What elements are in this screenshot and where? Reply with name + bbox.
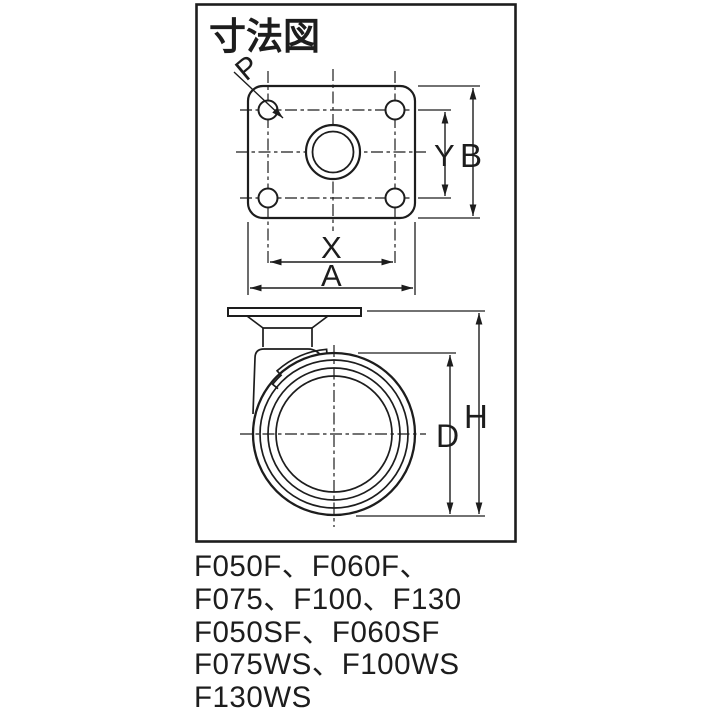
model-line: F130WS <box>194 681 312 713</box>
swivel-stem <box>262 327 313 347</box>
model-number-list: F050F、F060F、 F075、F100、F130 F050SF、F060S… <box>194 550 524 713</box>
top-plate-side <box>227 307 362 317</box>
mounting-hole-top-right <box>384 99 406 121</box>
caster-side-view: D H <box>227 307 488 527</box>
diagram-title: 寸法図 <box>209 16 320 57</box>
mounting-hole-bottom-right <box>384 187 406 209</box>
model-line: F075WS、F100WS <box>194 648 460 682</box>
plate-flange <box>246 315 329 329</box>
model-line: F050SF、F060SF <box>194 615 440 649</box>
leader-line-P <box>233 71 284 119</box>
mounting-hole-bottom-left <box>257 187 279 209</box>
label-plate-width-A: A <box>321 258 342 293</box>
model-line: F075、F100、F130 <box>194 582 462 616</box>
plate-top-view: P Y B X A <box>229 49 482 295</box>
wheel-rim-tab <box>271 348 328 390</box>
center-hole-inner <box>311 130 355 174</box>
label-total-height-H: H <box>464 398 488 435</box>
center-hole-outer <box>304 123 362 181</box>
label-hole-pitch-Y: Y <box>434 138 455 173</box>
model-line: F050F、F060F、 <box>194 550 430 583</box>
label-wheel-diameter-D: D <box>436 418 459 454</box>
label-plate-height-B: B <box>460 137 482 174</box>
label-hole-pitch-X: X <box>321 230 342 265</box>
